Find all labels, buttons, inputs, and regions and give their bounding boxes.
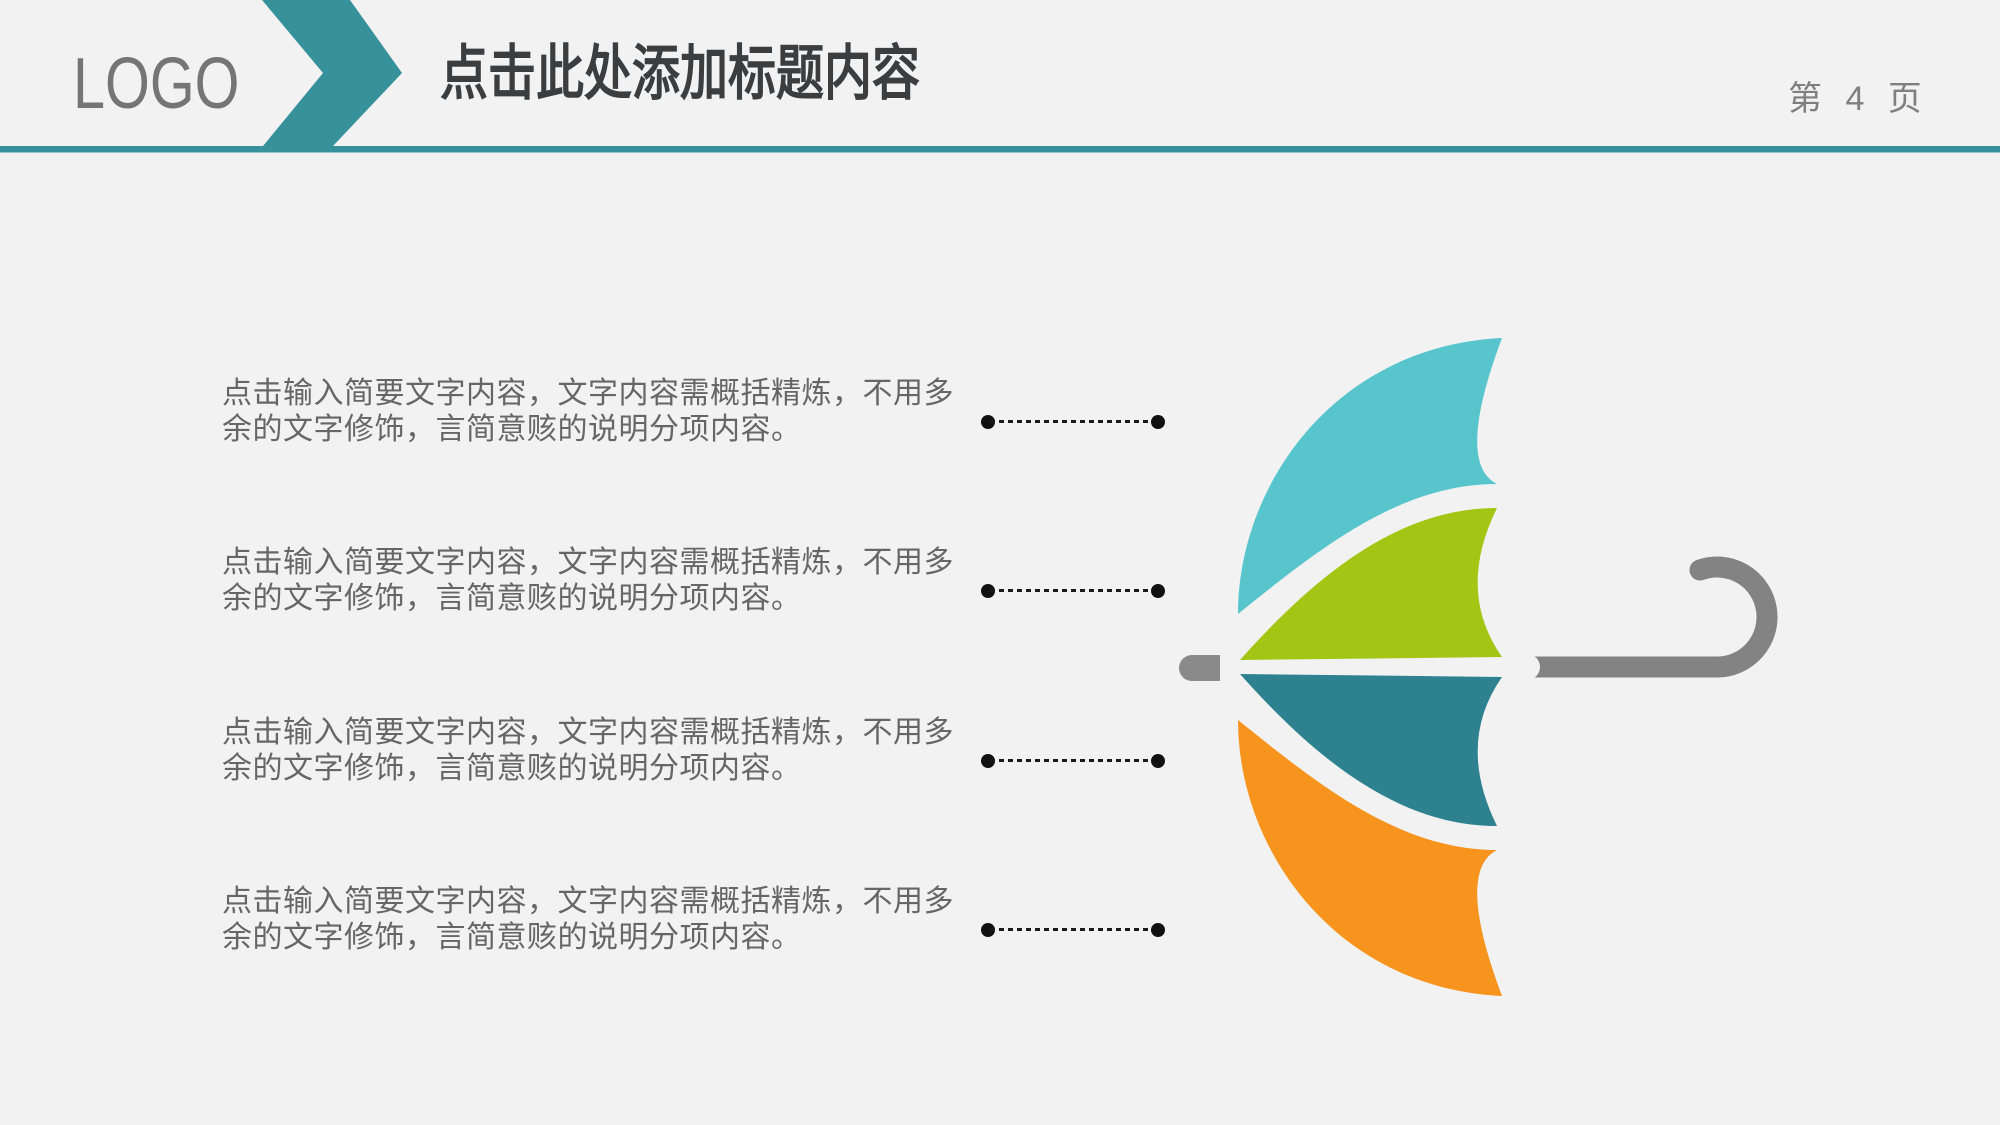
- leader-dot-icon: [981, 584, 995, 598]
- umbrella-hook-handle: [1689, 556, 1778, 678]
- body-text[interactable]: 点击输入简要文字内容，文字内容需概括精炼，不用多 余的文字修饰，言简意赅的说明分…: [222, 884, 964, 956]
- body-text[interactable]: 点击输入简要文字内容，文字内容需概括精炼，不用多 余的文字修饰，言简意赅的说明分…: [222, 545, 964, 617]
- content-row[interactable]: 点击输入简要文字内容，文字内容需概括精炼，不用多 余的文字修饰，言简意赅的说明分…: [222, 376, 1222, 476]
- body-text-line: 点击输入简要文字内容，文字内容需概括精炼，不用多: [222, 885, 954, 918]
- leader-dash-line: [990, 759, 1156, 762]
- content-row[interactable]: 点击输入简要文字内容，文字内容需概括精炼，不用多 余的文字修饰，言简意赅的说明分…: [222, 715, 1222, 815]
- leader-dot-icon: [981, 415, 995, 429]
- leader-line: [981, 923, 1165, 937]
- umbrella-segment-lower-middle: [1240, 674, 1502, 826]
- content-row[interactable]: 点击输入简要文字内容，文字内容需概括精炼，不用多 余的文字修饰，言简意赅的说明分…: [222, 545, 1222, 645]
- header-decoration: [0, 0, 2000, 153]
- body-text-line: 余的文字修饰，言简意赅的说明分项内容。: [222, 582, 802, 615]
- body-text-line: 点击输入简要文字内容，文字内容需概括精炼，不用多: [222, 377, 954, 410]
- leader-dash-line: [990, 589, 1156, 592]
- umbrella-shaft-notch: [1514, 654, 1540, 680]
- body-text[interactable]: 点击输入简要文字内容，文字内容需概括精炼，不用多 余的文字修饰，言简意赅的说明分…: [222, 376, 964, 448]
- chevron-icon: [262, 0, 402, 146]
- umbrella-graphic: [1179, 338, 1778, 996]
- leader-dash-line: [990, 420, 1156, 423]
- leader-line: [981, 584, 1165, 598]
- body-text-line: 点击输入简要文字内容，文字内容需概括精炼，不用多: [222, 546, 954, 579]
- body-text-line: 余的文字修饰，言简意赅的说明分项内容。: [222, 752, 802, 785]
- leader-dot-icon: [1151, 923, 1165, 937]
- divider-line: [0, 146, 2000, 153]
- leader-dot-icon: [1151, 754, 1165, 768]
- umbrella-segment-bottom: [1238, 720, 1502, 996]
- body-text-line: 点击输入简要文字内容，文字内容需概括精炼，不用多: [222, 716, 954, 749]
- leader-line: [981, 415, 1165, 429]
- leader-line: [981, 754, 1165, 768]
- body-text-line: 余的文字修饰，言简意赅的说明分项内容。: [222, 413, 802, 446]
- page-number: 第 4 页: [1788, 80, 1929, 118]
- leader-dot-icon: [981, 754, 995, 768]
- body-text-line: 余的文字修饰，言简意赅的说明分项内容。: [222, 921, 802, 954]
- leader-dot-icon: [981, 923, 995, 937]
- umbrella-segment-top: [1238, 338, 1502, 614]
- content-row[interactable]: 点击输入简要文字内容，文字内容需概括精炼，不用多 余的文字修饰，言简意赅的说明分…: [222, 884, 1222, 984]
- leader-dot-icon: [1151, 415, 1165, 429]
- umbrella-segment-upper-middle: [1240, 508, 1502, 660]
- logo-text: LOGO: [73, 44, 240, 124]
- leader-dot-icon: [1151, 584, 1165, 598]
- body-text[interactable]: 点击输入简要文字内容，文字内容需概括精炼，不用多 余的文字修饰，言简意赅的说明分…: [222, 715, 964, 787]
- umbrella-tip: [1179, 655, 1220, 681]
- page-title[interactable]: 点击此处添加标题内容: [440, 40, 920, 107]
- leader-dash-line: [990, 928, 1156, 931]
